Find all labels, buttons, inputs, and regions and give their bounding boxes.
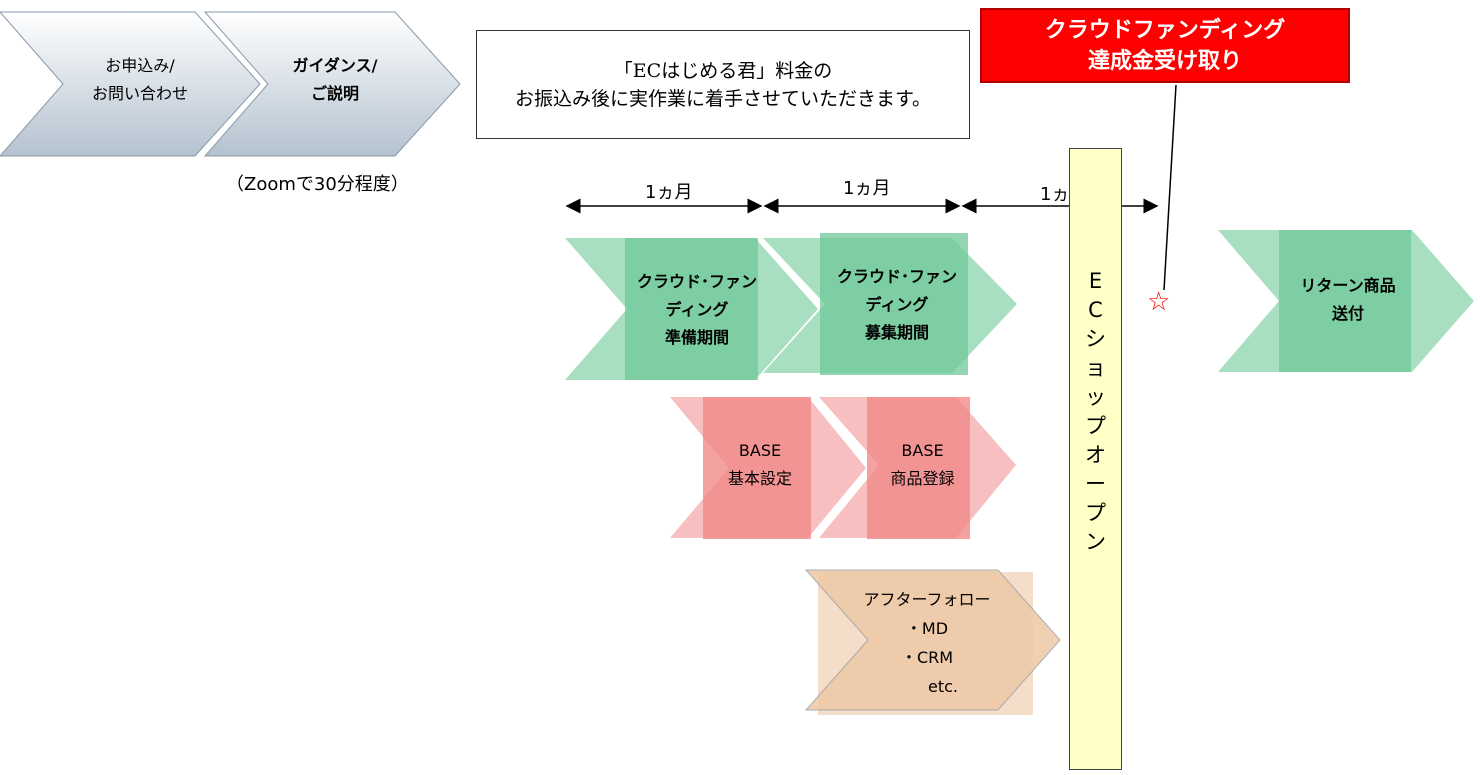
ec-shop-open-bar: ECショップ オープン	[1069, 148, 1127, 770]
base-setup-label: BASE 基本設定	[727, 441, 792, 488]
callout-connector	[1163, 84, 1177, 291]
return-shipping-label: リターン商品 送付	[1300, 276, 1396, 323]
followup-label: アフターフォロー ・MD ・CRM etc.	[863, 590, 991, 696]
step1-label: お申込み/ お問い合わせ	[91, 56, 188, 103]
crowdfunding-callout: クラウドファンディング 達成金受け取り	[980, 8, 1350, 83]
return-shipping-shape	[1218, 230, 1474, 372]
followup-shape	[804, 569, 1061, 715]
crowdfunding-prep-shape	[565, 238, 818, 380]
period-label-2: 1ヵ月	[843, 178, 891, 199]
base-products-label: BASE 商品登録	[890, 441, 955, 488]
base-setup-shape	[670, 397, 866, 539]
star-marker-icon: ☆	[1147, 287, 1171, 317]
crowdfunding-recruit-shape	[763, 233, 1017, 375]
ec-shop-open-label: ECショップ オープン	[1085, 269, 1127, 554]
step2-chevron	[203, 11, 461, 157]
step2-label: ガイダンス/ ご説明	[292, 56, 378, 103]
notice-box: 「ECはじめる君」料金の お振込み後に実作業に着手させていただきます。	[476, 30, 970, 139]
period-label-1: 1ヵ月	[645, 182, 693, 203]
base-products-shape	[819, 397, 1016, 539]
crowdfunding-recruit-label: クラウド･ファン ディング 募集期間	[836, 267, 957, 342]
step1-chevron	[0, 11, 261, 157]
step2-note: （Zoomで30分程度）	[226, 174, 409, 195]
crowdfunding-prep-label: クラウド･ファン ディング 準備期間	[636, 272, 757, 347]
